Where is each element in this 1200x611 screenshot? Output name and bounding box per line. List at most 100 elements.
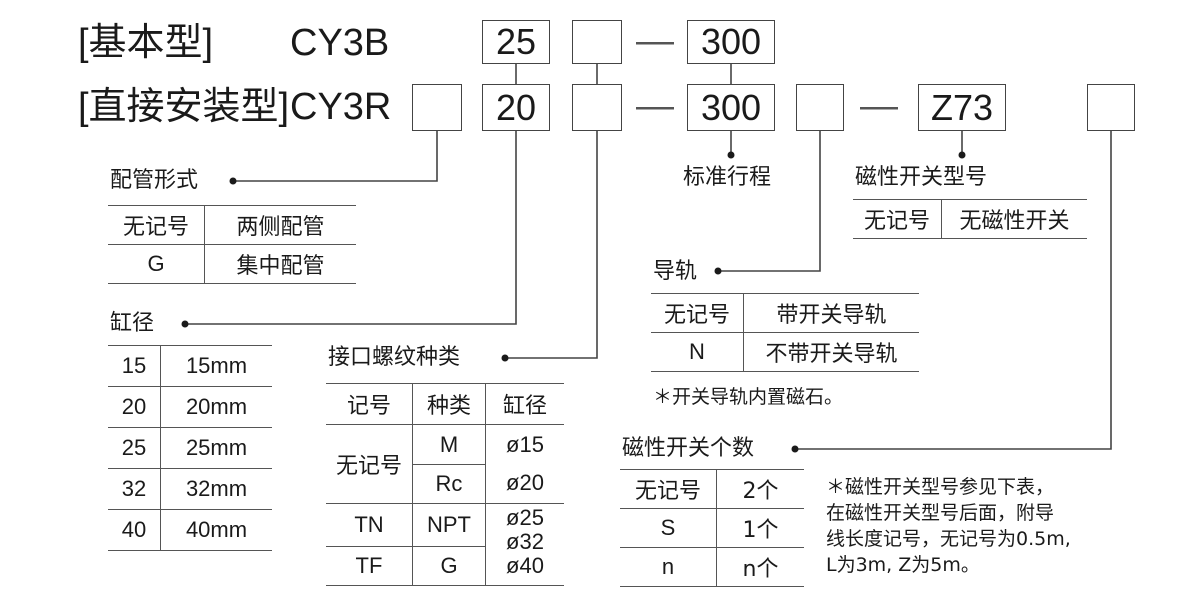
direct-bore-box: 20 [482,84,550,131]
basic-type-label: [基本型] [78,22,214,64]
switch-count-code: n [620,547,717,587]
bore-code: 40 [108,509,161,551]
rail-title: 导轨 [653,259,698,284]
bore-code: 15 [108,345,161,387]
switch-count-note: ＊磁性开关型号参见下表， 在磁性开关型号后面，附导 线长度记号，无记号为0.5m… [826,474,1071,578]
direct-model: CY3R [290,86,392,128]
piping-code: G [108,244,205,284]
direct-dash-1: — [636,85,674,127]
connector-bore [185,131,517,325]
connector-piping [233,131,438,182]
rail-desc: 不带开关导轨 [765,342,898,367]
thread-code: 无记号 [326,424,413,504]
dot-switch-model [958,151,966,159]
dot-switch-count [791,445,799,453]
switch-count-desc: 1个 [742,518,779,543]
piping-title: 配管形式 [110,168,199,193]
thread-bore: ø20 [506,470,544,495]
direct-rail-box [796,84,844,131]
dot-rail [714,267,722,275]
table-row: TF G [326,546,564,586]
rail-desc: 带开关导轨 [776,303,887,328]
bore-desc: 20mm [185,394,248,419]
connector-thread [505,131,598,359]
table-row: G 集中配管 [108,244,356,284]
table-row: 15 15mm [108,345,272,387]
bore-desc: 32mm [185,476,248,501]
thread-type: Rc [435,470,463,496]
piping-desc: 集中配管 [236,254,325,279]
direct-dash-2: — [860,85,898,127]
switch-count-title: 磁性开关个数 [622,436,755,461]
dot-bore [181,320,189,328]
connector-rail [718,131,821,272]
switch-count-note-line: 在磁性开关型号后面，附导 [826,502,1055,524]
table-row: TN NPT ø25 ø32 ø40 [326,503,564,578]
basic-dash: — [636,20,674,62]
connector-switch-count [795,131,1112,450]
rail-code: N [651,332,744,372]
rail-table: 无记号 带开关导轨 N 不带开关导轨 [651,293,919,372]
direct-count-box [1087,84,1135,131]
bore-desc: 40mm [185,517,248,542]
bore-code: 20 [108,386,161,428]
thread-bore: ø15 [506,432,544,457]
switch-model-title: 磁性开关型号 [855,165,988,190]
direct-switch-box: Z73 [918,84,1006,131]
piping-table: 无记号 两侧配管 G 集中配管 [108,205,356,284]
thread-type: NPT [412,503,486,547]
piping-desc: 两侧配管 [236,215,325,240]
table-row: 32 32mm [108,468,272,510]
thread-type: M [413,426,485,465]
switch-count-note-line: L为3m, Z为5m。 [826,554,980,576]
basic-bore-box: 25 [482,20,550,64]
table-row: 无记号 两侧配管 [108,205,356,245]
stroke-title: 标准行程 [683,165,772,190]
basic-model: CY3B [290,22,390,64]
thread-bore: ø32 [506,529,544,554]
bore-title: 缸径 [110,311,155,336]
switch-model-table: 无记号 无磁性开关 [853,199,1087,239]
switch-count-desc: 2个 [742,479,779,504]
direct-type-label: [直接安装型] [78,86,290,128]
table-row: 无记号 无磁性开关 [853,199,1087,239]
thread-title: 接口螺纹种类 [328,345,461,370]
bore-desc: 15mm [185,353,248,378]
dot-piping [229,177,237,185]
thread-code: TF [326,546,413,586]
table-row: 无记号 带开关导轨 [651,293,919,333]
switch-count-table: 无记号 2个 S 1个 n n个 [620,469,804,587]
thread-table: 记号 种类 缸径 无记号 M Rc ø15 ø20 TN NPT ø25 ø32… [326,383,564,586]
switch-model-code: 无记号 [853,199,942,239]
table-row: 无记号 2个 [620,469,804,509]
thread-header-code: 记号 [326,383,413,425]
dot-thread [501,354,509,362]
table-header-row: 记号 种类 缸径 [326,383,564,425]
bore-code: 25 [108,427,161,469]
basic-suffix-box [572,20,622,64]
rail-note: ＊开关导轨内置磁石。 [653,386,844,408]
table-row: 无记号 M Rc ø15 ø20 [326,424,564,504]
table-row: 40 40mm [108,509,272,551]
table-row: n n个 [620,547,804,587]
table-row: S 1个 [620,508,804,548]
table-row: N 不带开关导轨 [651,332,919,372]
switch-count-note-line: 线长度记号，无记号为0.5m, [826,528,1071,550]
dot-stroke [727,151,735,159]
switch-count-desc: n个 [742,557,779,582]
thread-header-bore: 缸径 [502,394,547,419]
table-row: 20 20mm [108,386,272,428]
direct-thread-box [572,84,622,131]
switch-count-code: 无记号 [620,469,717,509]
thread-type: G [412,546,486,586]
bore-code: 32 [108,468,161,510]
thread-bore: ø25 [506,505,544,530]
piping-code: 无记号 [108,205,205,245]
direct-stroke-box: 300 [687,84,775,131]
switch-count-note-line: ＊磁性开关型号参见下表， [826,476,1055,498]
rail-code: 无记号 [651,293,744,333]
thread-header-type: 种类 [412,383,486,425]
